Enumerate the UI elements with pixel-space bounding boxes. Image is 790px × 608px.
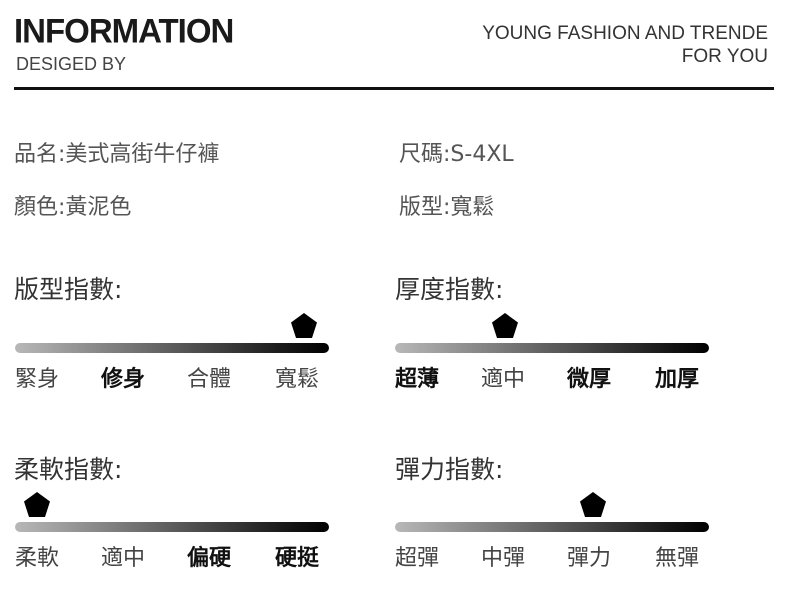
elasticity-index-bar (395, 522, 709, 532)
elasticity-index-marker-icon (579, 492, 606, 517)
softness-index-label: 柔軟 (15, 546, 60, 571)
softness-index-label: 硬挺 (275, 546, 320, 571)
thickness-index-bar (395, 343, 709, 353)
fit-index-title: 版型指數: (14, 275, 123, 304)
softness-index-marker-icon (23, 492, 50, 517)
elasticity-index-label: 無彈 (655, 546, 700, 571)
fit-index-label: 緊身 (15, 367, 60, 392)
fit-index-scale: 緊身 修身 合體 寬鬆 (15, 313, 329, 393)
fit-index-label: 修身 (101, 367, 146, 392)
elasticity-index-title: 彈力指數: (395, 455, 504, 484)
product-color: 顏色:黃泥色 (14, 195, 132, 220)
tagline-line-1: YOUNG FASHION AND TRENDE (482, 23, 768, 44)
header-title: INFORMATION (14, 11, 234, 50)
elasticity-index-label: 彈力 (567, 546, 612, 571)
elasticity-index-labels: 超彈 中彈 彈力 無彈 (395, 540, 709, 574)
tagline-line-2: FOR YOU (681, 46, 768, 67)
softness-index-scale: 柔軟 適中 偏硬 硬挺 (15, 492, 329, 572)
fit-index-bar (15, 343, 329, 353)
thickness-index-label: 加厚 (655, 367, 700, 392)
fit-index-label: 合體 (187, 367, 232, 392)
thickness-index-label: 微厚 (567, 367, 612, 392)
thickness-index-labels: 超薄 適中 微厚 加厚 (395, 361, 709, 395)
elasticity-index-label: 中彈 (481, 546, 526, 571)
fit-index-label: 寬鬆 (275, 367, 320, 392)
softness-index-labels: 柔軟 適中 偏硬 硬挺 (15, 540, 329, 574)
softness-index-title: 柔軟指數: (14, 455, 123, 484)
product-name: 品名:美式高街牛仔褲 (14, 142, 220, 167)
header-tagline: YOUNG FASHION AND TRENDE FOR YOU (482, 22, 768, 68)
elasticity-index-label: 超彈 (395, 546, 440, 571)
header-divider (14, 87, 774, 90)
thickness-index-scale: 超薄 適中 微厚 加厚 (395, 313, 709, 393)
thickness-index-label: 超薄 (395, 367, 440, 392)
fit-index-marker-icon (290, 313, 317, 338)
softness-index-label: 偏硬 (187, 546, 232, 571)
thickness-index-label: 適中 (481, 367, 526, 392)
fit-index-labels: 緊身 修身 合體 寬鬆 (15, 361, 329, 395)
header-subtitle: DESIGED BY (16, 54, 127, 74)
thickness-index-marker-icon (491, 313, 518, 338)
product-fit: 版型:寬鬆 (399, 195, 495, 220)
product-size: 尺碼:S-4XL (399, 142, 514, 167)
softness-index-bar (15, 522, 329, 532)
elasticity-index-scale: 超彈 中彈 彈力 無彈 (395, 492, 709, 572)
thickness-index-title: 厚度指數: (395, 275, 504, 304)
softness-index-label: 適中 (101, 546, 146, 571)
